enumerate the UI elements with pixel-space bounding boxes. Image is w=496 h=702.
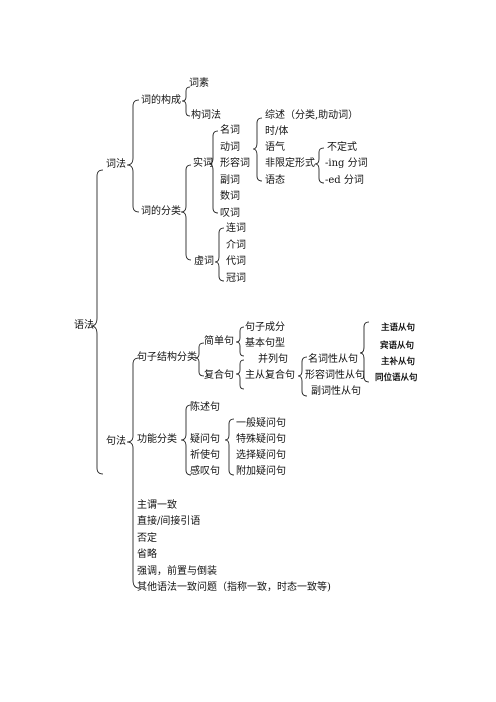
verb-aspect: 语态 <box>265 175 285 186</box>
verb-aspect: 语气 <box>265 142 285 153</box>
xuci-item: 介词 <box>226 240 246 251</box>
verb-aspect: 时/体 <box>265 126 289 137</box>
zhucong-item: 形容词性从句 <box>305 370 365 381</box>
shici-item: 数词 <box>220 191 240 202</box>
goucheng-item: 构词法 <box>191 110 221 121</box>
nominal-item: 主语从句 <box>381 323 416 333</box>
shici-item: 副词 <box>220 175 240 186</box>
jufa-label: 句法 <box>106 436 126 447</box>
shici-label: 实词 <box>193 158 213 169</box>
brace-verb <box>252 117 263 182</box>
cifa-label: 词法 <box>106 159 126 170</box>
jufa-other-item: 直接/间接引语 <box>137 516 201 527</box>
jufa-other-item: 其他语法一致问题（指称一致，时态一致等) <box>137 582 331 593</box>
brace-jufa <box>126 357 140 589</box>
nonfinite-item: -ing 分词 <box>325 158 368 169</box>
xuci-item: 代词 <box>226 256 246 267</box>
verb-aspect: 非限定形式 <box>265 158 315 169</box>
brace-xuci <box>214 227 225 282</box>
jiandan-item: 句子成分 <box>245 322 285 333</box>
nominal-item: 同位语从句 <box>375 373 418 383</box>
brace-gongneng <box>180 404 192 476</box>
gongneng-item: 疑问句 <box>190 434 220 445</box>
brace-fuhe <box>235 359 245 390</box>
yiwen-item: 特殊疑问句 <box>236 434 286 445</box>
fuhe-item: 主从复合句 <box>245 370 295 381</box>
shici-item: 形容词 <box>220 158 250 169</box>
shici-item: 叹词 <box>220 208 240 219</box>
nominal-item: 主补从句 <box>381 357 416 367</box>
brace-nominal <box>359 321 370 383</box>
jufa-other-item: 省略 <box>137 549 157 560</box>
xuci-item: 连词 <box>226 223 246 234</box>
jiandan-item: 基本句型 <box>245 338 285 349</box>
gongneng-item: 感叹句 <box>190 466 220 477</box>
nonfinite-item: 不定式 <box>327 142 357 153</box>
jufa-other-item: 主谓一致 <box>137 500 177 511</box>
gongneng-label: 功能分类 <box>137 434 177 445</box>
yiwen-item: 一般疑问句 <box>236 418 286 429</box>
goucheng-label: 词的构成 <box>141 95 181 106</box>
goucheng-item: 词素 <box>189 78 209 89</box>
brace-shici <box>208 130 219 214</box>
jiegou-label: 句子结构分类 <box>137 352 197 363</box>
jufa-other-item: 否定 <box>137 533 157 544</box>
gongneng-item: 祈使句 <box>190 450 220 461</box>
zhucong-item: 副词性从句 <box>311 386 361 397</box>
brace-jiegou <box>194 342 205 377</box>
shici-item: 动词 <box>220 142 240 153</box>
verb-aspect: 综述（分类,助动词） <box>265 110 359 121</box>
xuci-item: 冠词 <box>226 273 246 284</box>
brace-yiwen <box>224 418 235 476</box>
fenlei-label: 词的分类 <box>141 206 181 217</box>
yiwen-item: 选择疑问句 <box>236 450 286 461</box>
gongneng-item: 陈述句 <box>190 402 220 413</box>
yiwen-item: 附加疑问句 <box>236 466 286 477</box>
brace-nonfinite <box>314 147 325 184</box>
brace-jiandan <box>235 326 245 357</box>
brace-fenlei <box>180 164 192 261</box>
nonfinite-item: -ed 分词 <box>325 175 364 186</box>
brace-root <box>90 169 104 475</box>
fuhe-label: 复合句 <box>204 370 234 381</box>
jiandan-label: 简单句 <box>204 336 234 347</box>
xuci-label: 虚词 <box>194 256 214 267</box>
brace-zhucong <box>297 356 308 397</box>
brace-goucheng <box>181 86 191 117</box>
shici-item: 名词 <box>220 125 240 136</box>
zhucong-item: 名词性从句 <box>308 354 358 365</box>
brace-cifa <box>126 99 140 213</box>
fuhe-item: 并列句 <box>258 354 288 365</box>
root-label: 语法 <box>74 320 94 331</box>
nominal-item: 宾语从句 <box>380 341 415 351</box>
jufa-other-item: 强调，前置与倒装 <box>137 566 217 577</box>
